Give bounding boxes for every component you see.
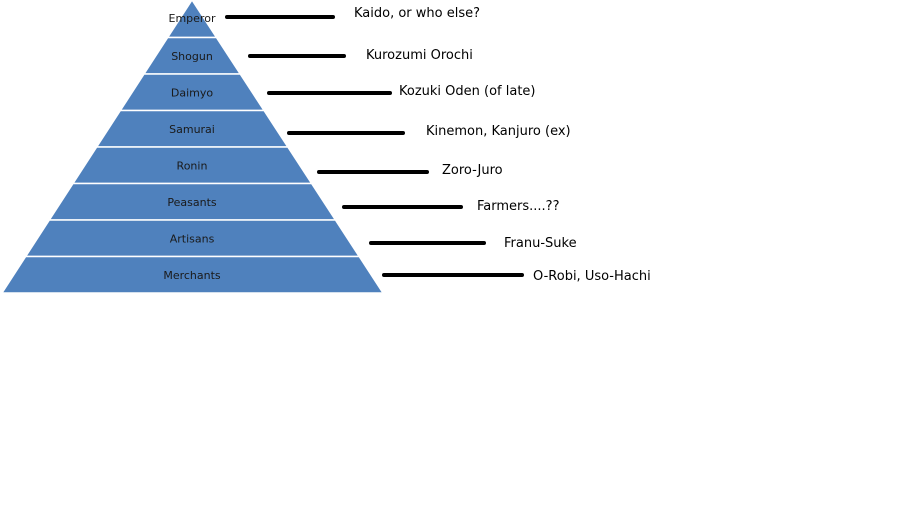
tier-label-artisans: Artisans [170,232,215,245]
annotation-emperor: Kaido, or who else? [354,6,480,21]
annotation-daimyo: Kozuki Oden (of late) [399,84,536,99]
tier-label-shogun: Shogun [171,50,213,63]
annotation-leader-lines [225,15,524,277]
tier-label-merchants: Merchants [163,269,221,282]
tier-label-emperor: Emperor [169,12,216,25]
tier-label-peasants: Peasants [167,196,217,209]
annotation-peasants: Farmers....?? [477,199,559,214]
annotation-labels: Kaido, or who else? Kurozumi OrochiKozuki… [354,6,651,284]
pyramid-tiers [0,0,385,294]
annotation-ronin: Zoro-Juro [442,163,503,178]
tier-label-samurai: Samurai [169,123,215,136]
tier-merchants [0,255,385,294]
pyramid-tier-labels: EmperorShogunDaimyoSamuraiRoninPeasantsA… [163,12,221,282]
annotation-samurai: Kinemon, Kanjuro (ex) [426,124,571,139]
annotation-shogun: Kurozumi Orochi [366,48,473,63]
tier-label-ronin: Ronin [177,159,208,172]
annotation-artisans: Franu-Suke [504,236,577,251]
annotation-merchants: O-Robi, Uso-Hachi [533,269,651,284]
tier-label-daimyo: Daimyo [171,86,213,99]
